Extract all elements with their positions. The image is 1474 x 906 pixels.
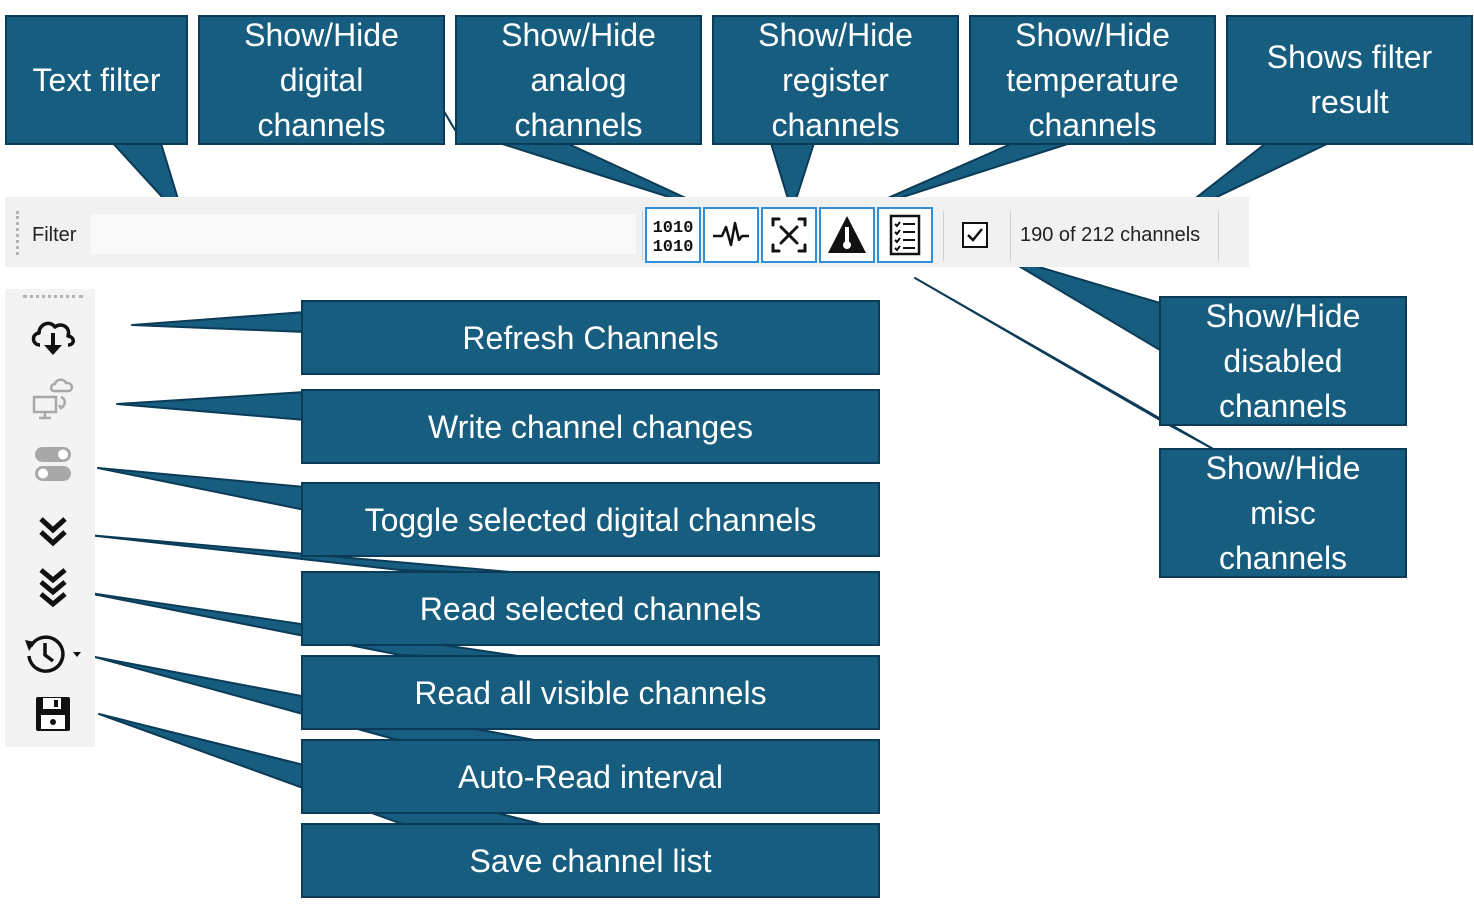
history-clock-icon <box>25 635 81 673</box>
filter-input[interactable] <box>90 214 636 254</box>
filter-result-text: 190 of 212 channels <box>1020 224 1201 246</box>
digital-channels-toggle-button[interactable]: 1010 1010 <box>645 207 701 263</box>
register-channels-toggle-button[interactable] <box>761 207 817 263</box>
triple-chevron-down-icon <box>39 568 67 608</box>
pointer-refresh <box>131 311 306 333</box>
toolbar-separator <box>1010 211 1011 261</box>
read-all-visible-channels-button[interactable] <box>23 563 83 613</box>
callout-refresh-label: Refresh Channels <box>462 319 719 356</box>
callout-text-filter: Text filter <box>5 15 188 145</box>
filter-label: Filter <box>32 224 77 246</box>
callout-filter-result-label: Shows filter result <box>1266 39 1433 120</box>
callout-temperature: Show/Hide temperature channels <box>969 15 1216 145</box>
callout-temperature-label: Show/Hide temperature channels <box>1006 16 1179 143</box>
disabled-channels-checkbox-icon <box>962 222 988 248</box>
analog-channels-toggle-button[interactable] <box>703 207 759 263</box>
callout-read-all: Read all visible channels <box>301 655 880 730</box>
refresh-channels-button[interactable] <box>23 311 83 361</box>
write-to-device-icon <box>32 378 74 420</box>
callout-digital-label: Show/Hide digital channels <box>244 16 399 143</box>
pointer-disabled <box>1001 255 1161 351</box>
callout-write: Write channel changes <box>301 389 880 464</box>
read-selected-channels-button[interactable] <box>23 507 83 557</box>
toolbar-separator <box>642 211 643 261</box>
callout-toggle-label: Toggle selected digital channels <box>364 501 817 538</box>
toolbar-grip[interactable] <box>16 211 19 255</box>
channel-actions-toolbar <box>5 289 95 747</box>
temperature-channels-toggle-button[interactable] <box>819 207 875 263</box>
analog-channels-icon <box>713 221 749 247</box>
toolbar-separator <box>943 211 944 261</box>
disabled-channels-toggle-button[interactable] <box>955 215 995 255</box>
callout-register: Show/Hide register channels <box>712 15 959 145</box>
callout-disabled-label: Show/Hide disabled channels <box>1205 297 1361 424</box>
callout-read-all-label: Read all visible channels <box>414 674 767 711</box>
callout-read-selected: Read selected channels <box>301 571 880 646</box>
double-chevron-down-icon <box>39 517 67 547</box>
toolbar-separator <box>1218 211 1219 261</box>
svg-text:1010: 1010 <box>653 238 694 257</box>
toolbar-grip[interactable] <box>23 295 83 298</box>
pointer-toggle <box>97 467 306 511</box>
callout-write-label: Write channel changes <box>428 408 753 445</box>
callout-misc-label: Show/Hide misc channels <box>1205 449 1361 576</box>
callout-disabled: Show/Hide disabled channels <box>1159 296 1407 426</box>
callout-save: Save channel list <box>301 823 880 898</box>
callout-read-selected-label: Read selected channels <box>419 590 762 627</box>
misc-channels-toggle-button[interactable] <box>877 207 933 263</box>
digital-channels-icon: 1010 1010 <box>653 219 694 257</box>
callout-auto-read: Auto-Read interval <box>301 739 880 814</box>
callout-refresh: Refresh Channels <box>301 300 880 375</box>
write-channel-changes-button[interactable] <box>23 374 83 424</box>
toggle-switches-icon <box>35 447 71 481</box>
callout-digital: Show/Hide digital channels <box>198 15 445 145</box>
temperature-channels-icon <box>828 216 866 253</box>
filter-toolbar: Filter 1010 1010 <box>5 197 1249 267</box>
cloud-download-icon <box>31 321 75 355</box>
pointer-misc <box>914 277 1216 451</box>
callout-filter-result: Shows filter result <box>1226 15 1473 145</box>
save-channel-list-button[interactable] <box>23 689 83 739</box>
save-floppy-icon <box>36 697 70 731</box>
callout-analog: Show/Hide analog channels <box>455 15 702 145</box>
callout-text-filter-label: Text filter <box>32 61 161 98</box>
callout-auto-read-label: Auto-Read interval <box>457 758 724 795</box>
callout-misc: Show/Hide misc channels <box>1159 448 1407 578</box>
misc-channels-icon <box>889 214 921 256</box>
svg-text:1010: 1010 <box>653 219 694 238</box>
callout-toggle: Toggle selected digital channels <box>301 482 880 557</box>
callout-analog-label: Show/Hide analog channels <box>501 16 656 143</box>
register-channels-icon <box>771 217 807 253</box>
auto-read-interval-dropdown[interactable] <box>23 629 83 679</box>
pointer-write <box>116 391 306 421</box>
callout-save-label: Save channel list <box>469 842 712 879</box>
toggle-selected-digital-button[interactable] <box>23 439 83 489</box>
callout-register-label: Show/Hide register channels <box>758 16 913 143</box>
